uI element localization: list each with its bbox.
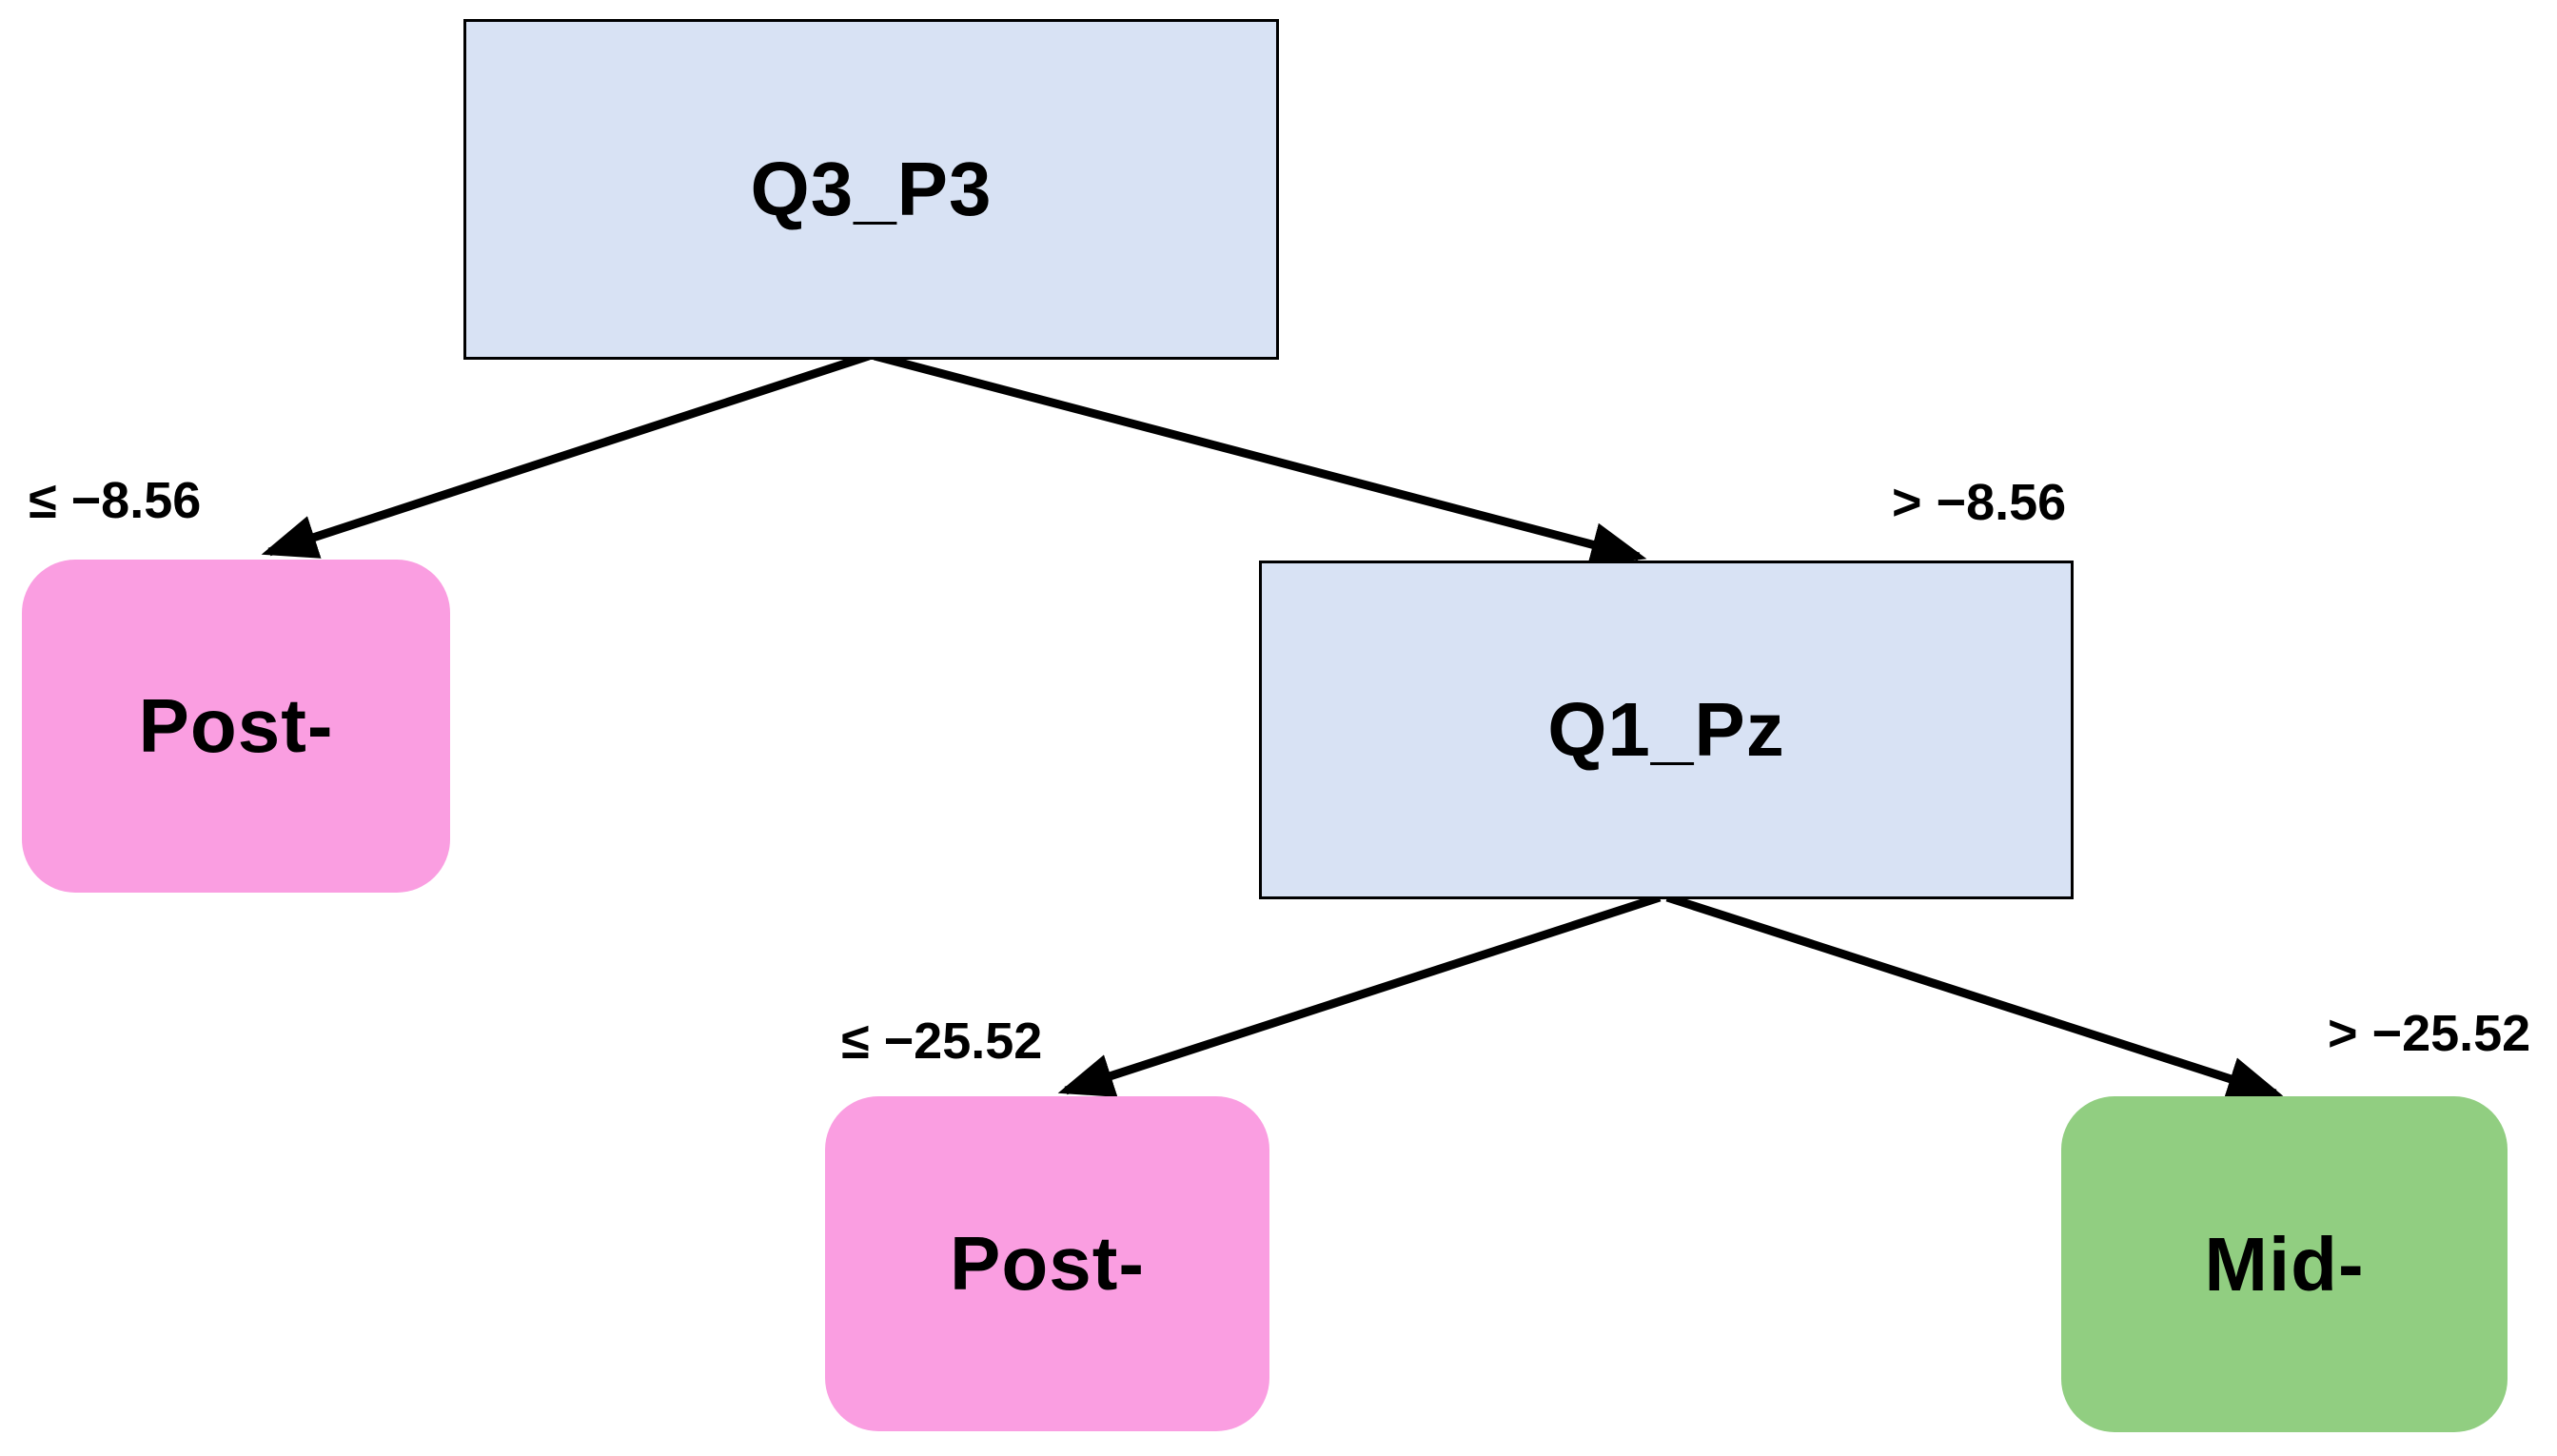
edge-arrow-q1pz-to-post2 xyxy=(1057,893,1662,1097)
leaf-node-post-bottom: Post- xyxy=(825,1096,1269,1431)
edge-label-le-25-52: ≤ −25.52 xyxy=(841,1013,1043,1070)
decision-node-q1-pz: Q1_Pz xyxy=(1259,561,2074,899)
edge-arrow-root-to-post1 xyxy=(261,351,871,559)
leaf-node-post-left: Post- xyxy=(22,560,450,893)
decision-node-q3-p3: Q3_P3 xyxy=(463,19,1279,360)
edge-arrow-root-to-q1pz xyxy=(873,351,1647,566)
edge-label-gt-25-52: > −25.52 xyxy=(2328,1005,2531,1062)
edge-arrow-q1pz-to-mid xyxy=(1665,893,2284,1101)
edge-label-le-8-56: ≤ −8.56 xyxy=(29,472,202,529)
edge-label-gt-8-56: > −8.56 xyxy=(1892,474,2067,531)
leaf-node-mid: Mid- xyxy=(2061,1096,2508,1432)
